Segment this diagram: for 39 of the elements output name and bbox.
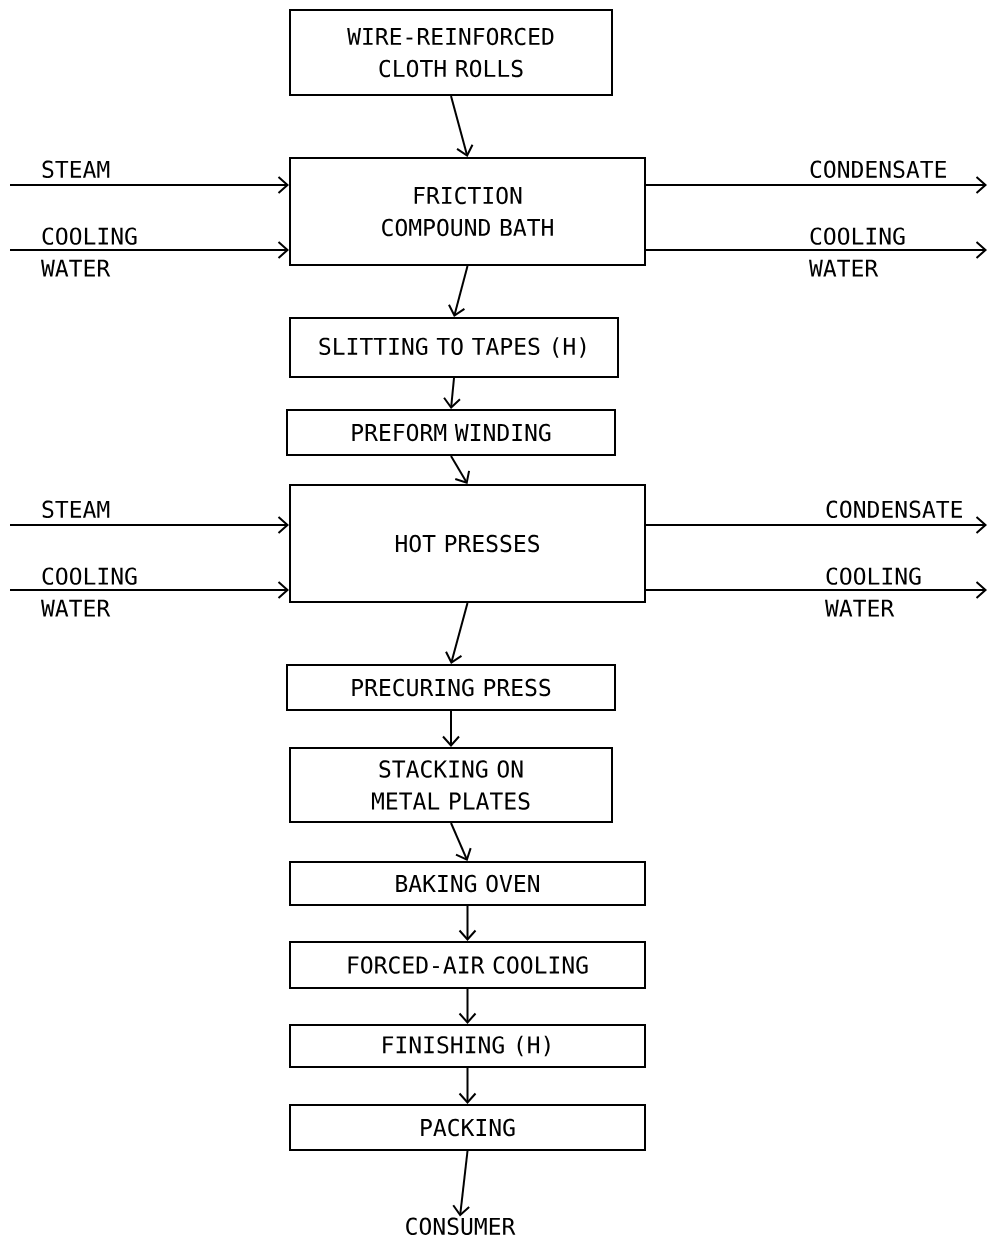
arrow [445,602,469,664]
arrow [458,905,477,941]
arrow [450,822,472,861]
arrow [447,265,469,317]
edge-label: CONDENSATE [826,500,962,518]
arrow [9,241,289,259]
arrow [645,176,987,194]
arrow [458,988,477,1024]
process-box: PACKING [289,1104,646,1151]
arrow [442,710,460,747]
edge-label: COOLING WATER [825,567,921,617]
process-box: STACKING ON METAL PLATES [289,747,613,823]
arrow [458,1067,477,1104]
process-box: HOT PRESSES [289,484,646,603]
arrow [645,516,987,534]
process-box: FINISHING (H) [289,1024,646,1068]
arrow [9,581,289,599]
process-box: PRECURING PRESS [286,664,616,711]
arrow [450,95,474,157]
arrow [645,581,987,599]
arrow [443,377,461,409]
edge-label: CONDENSATE [810,160,946,178]
output-label: CONSUMER [406,1217,516,1235]
edge-label: STEAM [42,500,110,518]
edge-label: COOLING WATER [41,227,137,277]
edge-label: STEAM [42,160,110,178]
process-box: WIRE-REINFORCED CLOTH ROLLS [289,9,613,96]
arrow [9,516,289,534]
arrow [450,455,471,484]
edge-label: COOLING WATER [41,567,137,617]
edge-label: COOLING WATER [809,227,905,277]
process-box: SLITTING TO TAPES (H) [289,317,619,378]
arrow [9,176,289,194]
process-box: BAKING OVEN [289,861,646,906]
arrow [645,241,987,259]
process-box: PREFORM WINDING [286,409,616,456]
arrow [452,1150,471,1217]
process-box: FRICTION COMPOUND BATH [289,157,646,266]
process-box: FORCED-AIR COOLING [289,941,646,989]
